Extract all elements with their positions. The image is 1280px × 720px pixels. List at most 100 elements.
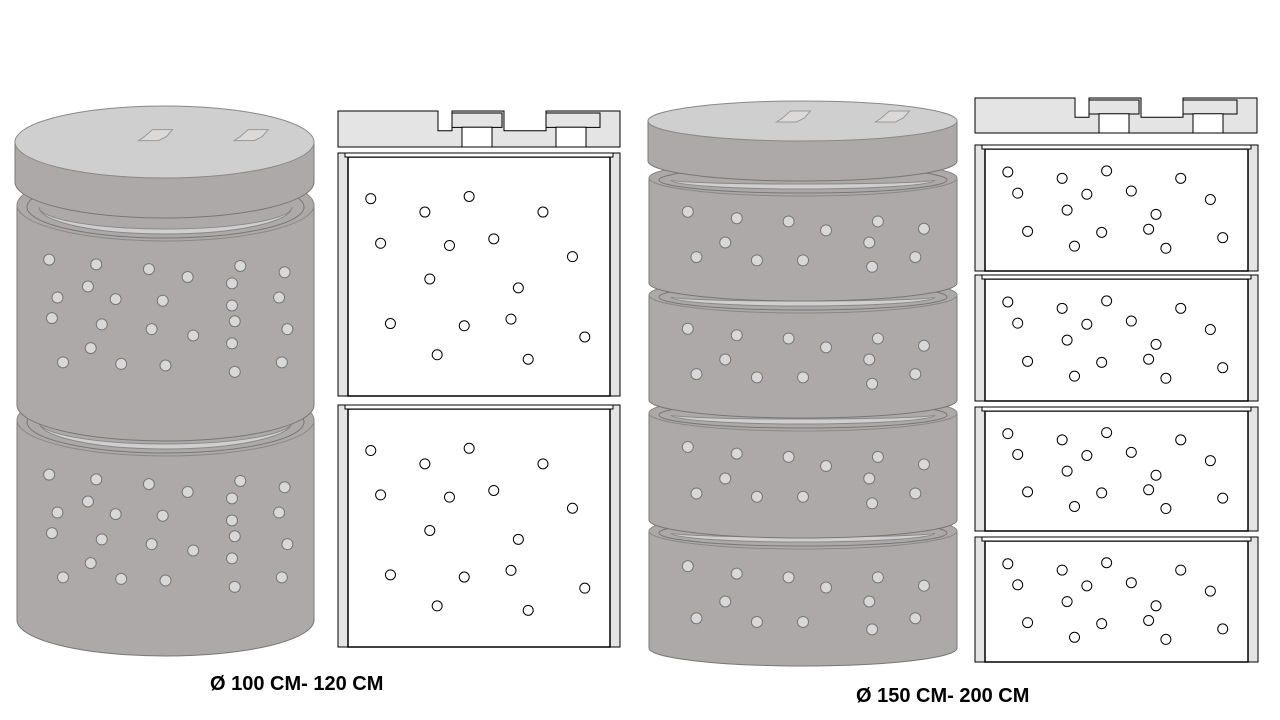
section-hole bbox=[463, 442, 475, 454]
section-cover bbox=[974, 97, 1258, 134]
section-hole bbox=[1022, 225, 1034, 237]
section-hole bbox=[537, 458, 549, 470]
section-hole bbox=[443, 491, 455, 503]
section-hole bbox=[1101, 295, 1113, 307]
section-hole bbox=[431, 600, 443, 612]
ring-hole bbox=[750, 254, 763, 267]
ring-hole bbox=[273, 291, 286, 304]
section-hole bbox=[1022, 486, 1034, 498]
section-hole bbox=[566, 502, 578, 514]
section-ring bbox=[974, 406, 1259, 532]
ring-hole bbox=[690, 251, 703, 264]
section-hole bbox=[1160, 372, 1172, 384]
ring-hole bbox=[43, 468, 56, 481]
ring-hole bbox=[228, 530, 241, 543]
ring-hole bbox=[45, 527, 58, 540]
section-hole bbox=[1175, 302, 1187, 314]
ring-hole bbox=[719, 595, 732, 608]
ring-hole bbox=[278, 266, 291, 279]
section-hole bbox=[1096, 618, 1108, 630]
ring-hole bbox=[181, 271, 194, 284]
section-hole bbox=[365, 193, 377, 205]
diameter-label-large: Ø 150 CM- 200 CM bbox=[856, 685, 1030, 707]
ring-hole bbox=[181, 486, 194, 499]
section-hole bbox=[458, 320, 470, 332]
cover-slab bbox=[647, 100, 958, 182]
ring-hole bbox=[866, 623, 879, 636]
section-hole bbox=[458, 571, 470, 583]
ring-hole bbox=[156, 509, 169, 522]
section-hole bbox=[1012, 579, 1024, 591]
section-hole bbox=[579, 331, 591, 343]
section-joint bbox=[344, 152, 614, 158]
ring-hole bbox=[863, 595, 876, 608]
ring-hole bbox=[690, 612, 703, 625]
ring-inner-lip bbox=[38, 206, 293, 235]
ring-hole bbox=[681, 440, 694, 453]
ring-hole bbox=[90, 473, 103, 486]
section-hole bbox=[522, 353, 534, 365]
ring-hole bbox=[909, 612, 922, 625]
ring-hole bbox=[51, 506, 64, 519]
ring-hole bbox=[145, 323, 158, 336]
ring-hole bbox=[187, 544, 200, 557]
ring-hole bbox=[187, 329, 200, 342]
section-inner bbox=[984, 278, 1249, 402]
ring-hole bbox=[225, 337, 238, 350]
ring-hole bbox=[228, 315, 241, 328]
section-inner bbox=[984, 410, 1249, 532]
section-hole bbox=[1125, 185, 1137, 197]
section-inner bbox=[984, 148, 1249, 272]
section-inner bbox=[347, 156, 611, 397]
section-hole bbox=[1143, 484, 1155, 496]
section-hole bbox=[1150, 338, 1162, 350]
ring-hole bbox=[719, 472, 732, 485]
ring-hole bbox=[234, 259, 247, 272]
section-hole bbox=[1069, 240, 1081, 252]
section-hole bbox=[443, 240, 455, 252]
section-hole bbox=[1217, 362, 1229, 374]
ring-hole bbox=[159, 574, 172, 587]
cover-section-hatch bbox=[1088, 99, 1140, 115]
section-inner bbox=[347, 408, 611, 648]
section-hole bbox=[1125, 315, 1137, 327]
ring-hole bbox=[820, 581, 833, 594]
section-hole bbox=[1069, 631, 1081, 643]
ring-hole bbox=[863, 472, 876, 485]
section-hole bbox=[1150, 208, 1162, 220]
ring-hole bbox=[730, 567, 743, 580]
ring-hole bbox=[730, 212, 743, 225]
section-hole bbox=[424, 524, 436, 536]
section-inner bbox=[984, 540, 1249, 663]
section-hole bbox=[537, 206, 549, 218]
section-hole bbox=[375, 237, 387, 249]
ring-hole bbox=[782, 215, 795, 228]
ring-inner-lip bbox=[670, 179, 936, 190]
section-hole bbox=[1081, 318, 1093, 330]
ring-wall bbox=[648, 412, 958, 539]
section-hole bbox=[1160, 242, 1172, 254]
ring-hole bbox=[234, 474, 247, 487]
section-ring bbox=[974, 536, 1259, 663]
ring-hole bbox=[866, 260, 879, 273]
cover-section-opening bbox=[1192, 113, 1224, 134]
ring-hole bbox=[797, 490, 809, 503]
ring-hole bbox=[797, 371, 809, 384]
ring-hole bbox=[225, 514, 238, 527]
ring-hole bbox=[820, 460, 833, 473]
section-hole bbox=[1061, 334, 1073, 346]
section-hole bbox=[1002, 558, 1014, 570]
ring-hole bbox=[681, 205, 694, 218]
section-hole bbox=[1096, 226, 1108, 238]
section-hole bbox=[1204, 194, 1216, 206]
section-hole bbox=[1012, 187, 1024, 199]
ring-hole bbox=[909, 251, 922, 264]
section-hole bbox=[488, 484, 500, 496]
ring-hole bbox=[159, 359, 172, 372]
section-joint bbox=[981, 144, 1252, 150]
section-hole bbox=[1081, 449, 1093, 461]
ring-hole bbox=[917, 339, 930, 352]
section-hole bbox=[1002, 296, 1014, 308]
section-hole bbox=[1150, 469, 1162, 481]
section-hole bbox=[1160, 633, 1172, 645]
